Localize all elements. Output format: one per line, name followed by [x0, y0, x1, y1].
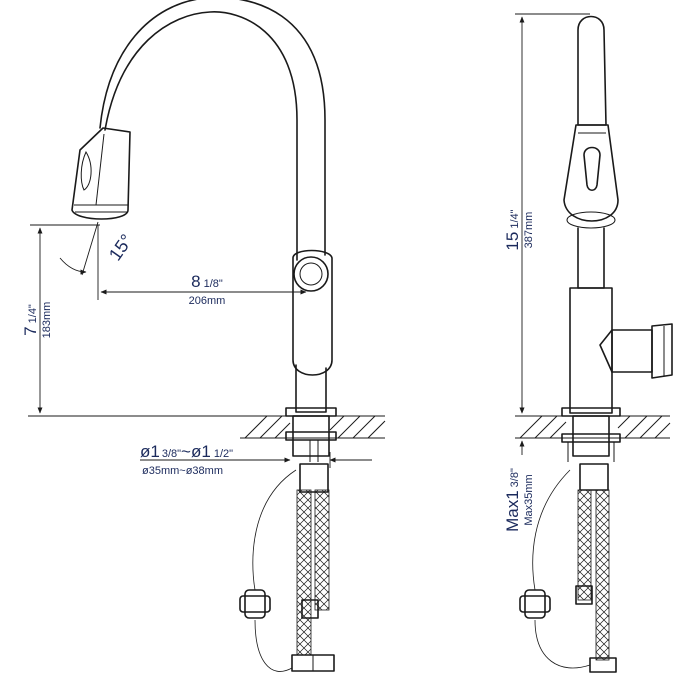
dim-hole-diameter	[140, 452, 372, 468]
hole-diameter-metric: ø35mm~ø38mm	[142, 465, 223, 477]
faucet-base	[295, 364, 327, 413]
spout-reach-metric: 206mm	[189, 295, 226, 307]
label-overall-height: 15 1/4" 387mm	[503, 209, 535, 250]
countertop-front	[240, 415, 386, 439]
spout-height-metric: 183mm	[41, 302, 53, 339]
hole-prefix: ø1	[140, 442, 160, 461]
hose-top-fitting	[299, 463, 329, 493]
side-neck	[577, 227, 605, 289]
svg-text:151/4": 15 1/4"	[503, 209, 522, 250]
supply-hose-left	[296, 489, 312, 656]
side-hose-fitting	[579, 463, 609, 491]
label-spout-reach: 8 1/8"	[191, 272, 223, 291]
dim-spout-height	[28, 224, 240, 417]
spout-height-whole: 7	[21, 326, 40, 335]
max-deck-metric: Max35mm	[523, 474, 535, 525]
faucet-body	[292, 249, 333, 376]
spout-outer	[104, 11, 298, 261]
spout-inner	[99, 0, 326, 256]
side-hose-left	[577, 489, 592, 601]
overall-height-metric: 387mm	[523, 212, 535, 249]
dim-max-deck	[515, 400, 540, 455]
spray-button	[80, 150, 92, 191]
label-max-deck: Max1 3/8" Max35mm	[503, 468, 535, 532]
side-shank	[572, 415, 610, 457]
handle-disc	[293, 256, 329, 292]
dim-spout-reach	[97, 225, 307, 300]
side-nut	[561, 433, 621, 443]
side-hose-mid-fitting	[575, 585, 593, 605]
side-hose-right	[595, 489, 610, 661]
label-spout-height: 7 1/4" 183mm	[21, 302, 53, 339]
label-spray-angle: 15°	[105, 231, 137, 265]
side-counter-weight	[524, 589, 546, 619]
spout-reach-whole: 8	[191, 272, 200, 291]
max-deck-fraction: 3/8"	[509, 468, 521, 487]
dim-spray-angle	[59, 221, 99, 276]
spout-reach-fraction: 1/8"	[204, 278, 223, 290]
svg-text:71/4": 7 1/4"	[21, 304, 40, 336]
hole-mid: ~ø1	[181, 442, 211, 461]
side-spray-button	[583, 146, 601, 192]
svg-text:Max13/8": Max1 3/8"	[503, 468, 522, 532]
side-spout-tube	[577, 15, 607, 126]
side-body	[569, 287, 613, 414]
mounting-shank	[292, 415, 330, 457]
overall-height-fraction: 1/4"	[509, 209, 521, 228]
counter-weight	[244, 589, 266, 619]
spray-head	[71, 127, 131, 220]
side-handle-lever	[651, 323, 673, 379]
supply-hose-right	[314, 489, 330, 611]
side-spray-head	[563, 124, 619, 222]
max-deck-whole: Max1	[503, 490, 522, 532]
spout-height-fraction: 1/4"	[27, 304, 39, 323]
hole-fraction-b: 1/2"	[214, 448, 233, 460]
mounting-nut	[285, 431, 337, 441]
side-view: 15 1/4" 387mm Max1 3/8" Max35mm	[503, 13, 673, 673]
dim-overall-height	[515, 13, 590, 414]
hole-fraction-a: 3/8"	[162, 448, 181, 460]
hose-mid-fitting	[301, 599, 319, 619]
overall-height-whole: 15	[503, 232, 522, 251]
side-handle-hub	[611, 329, 653, 373]
